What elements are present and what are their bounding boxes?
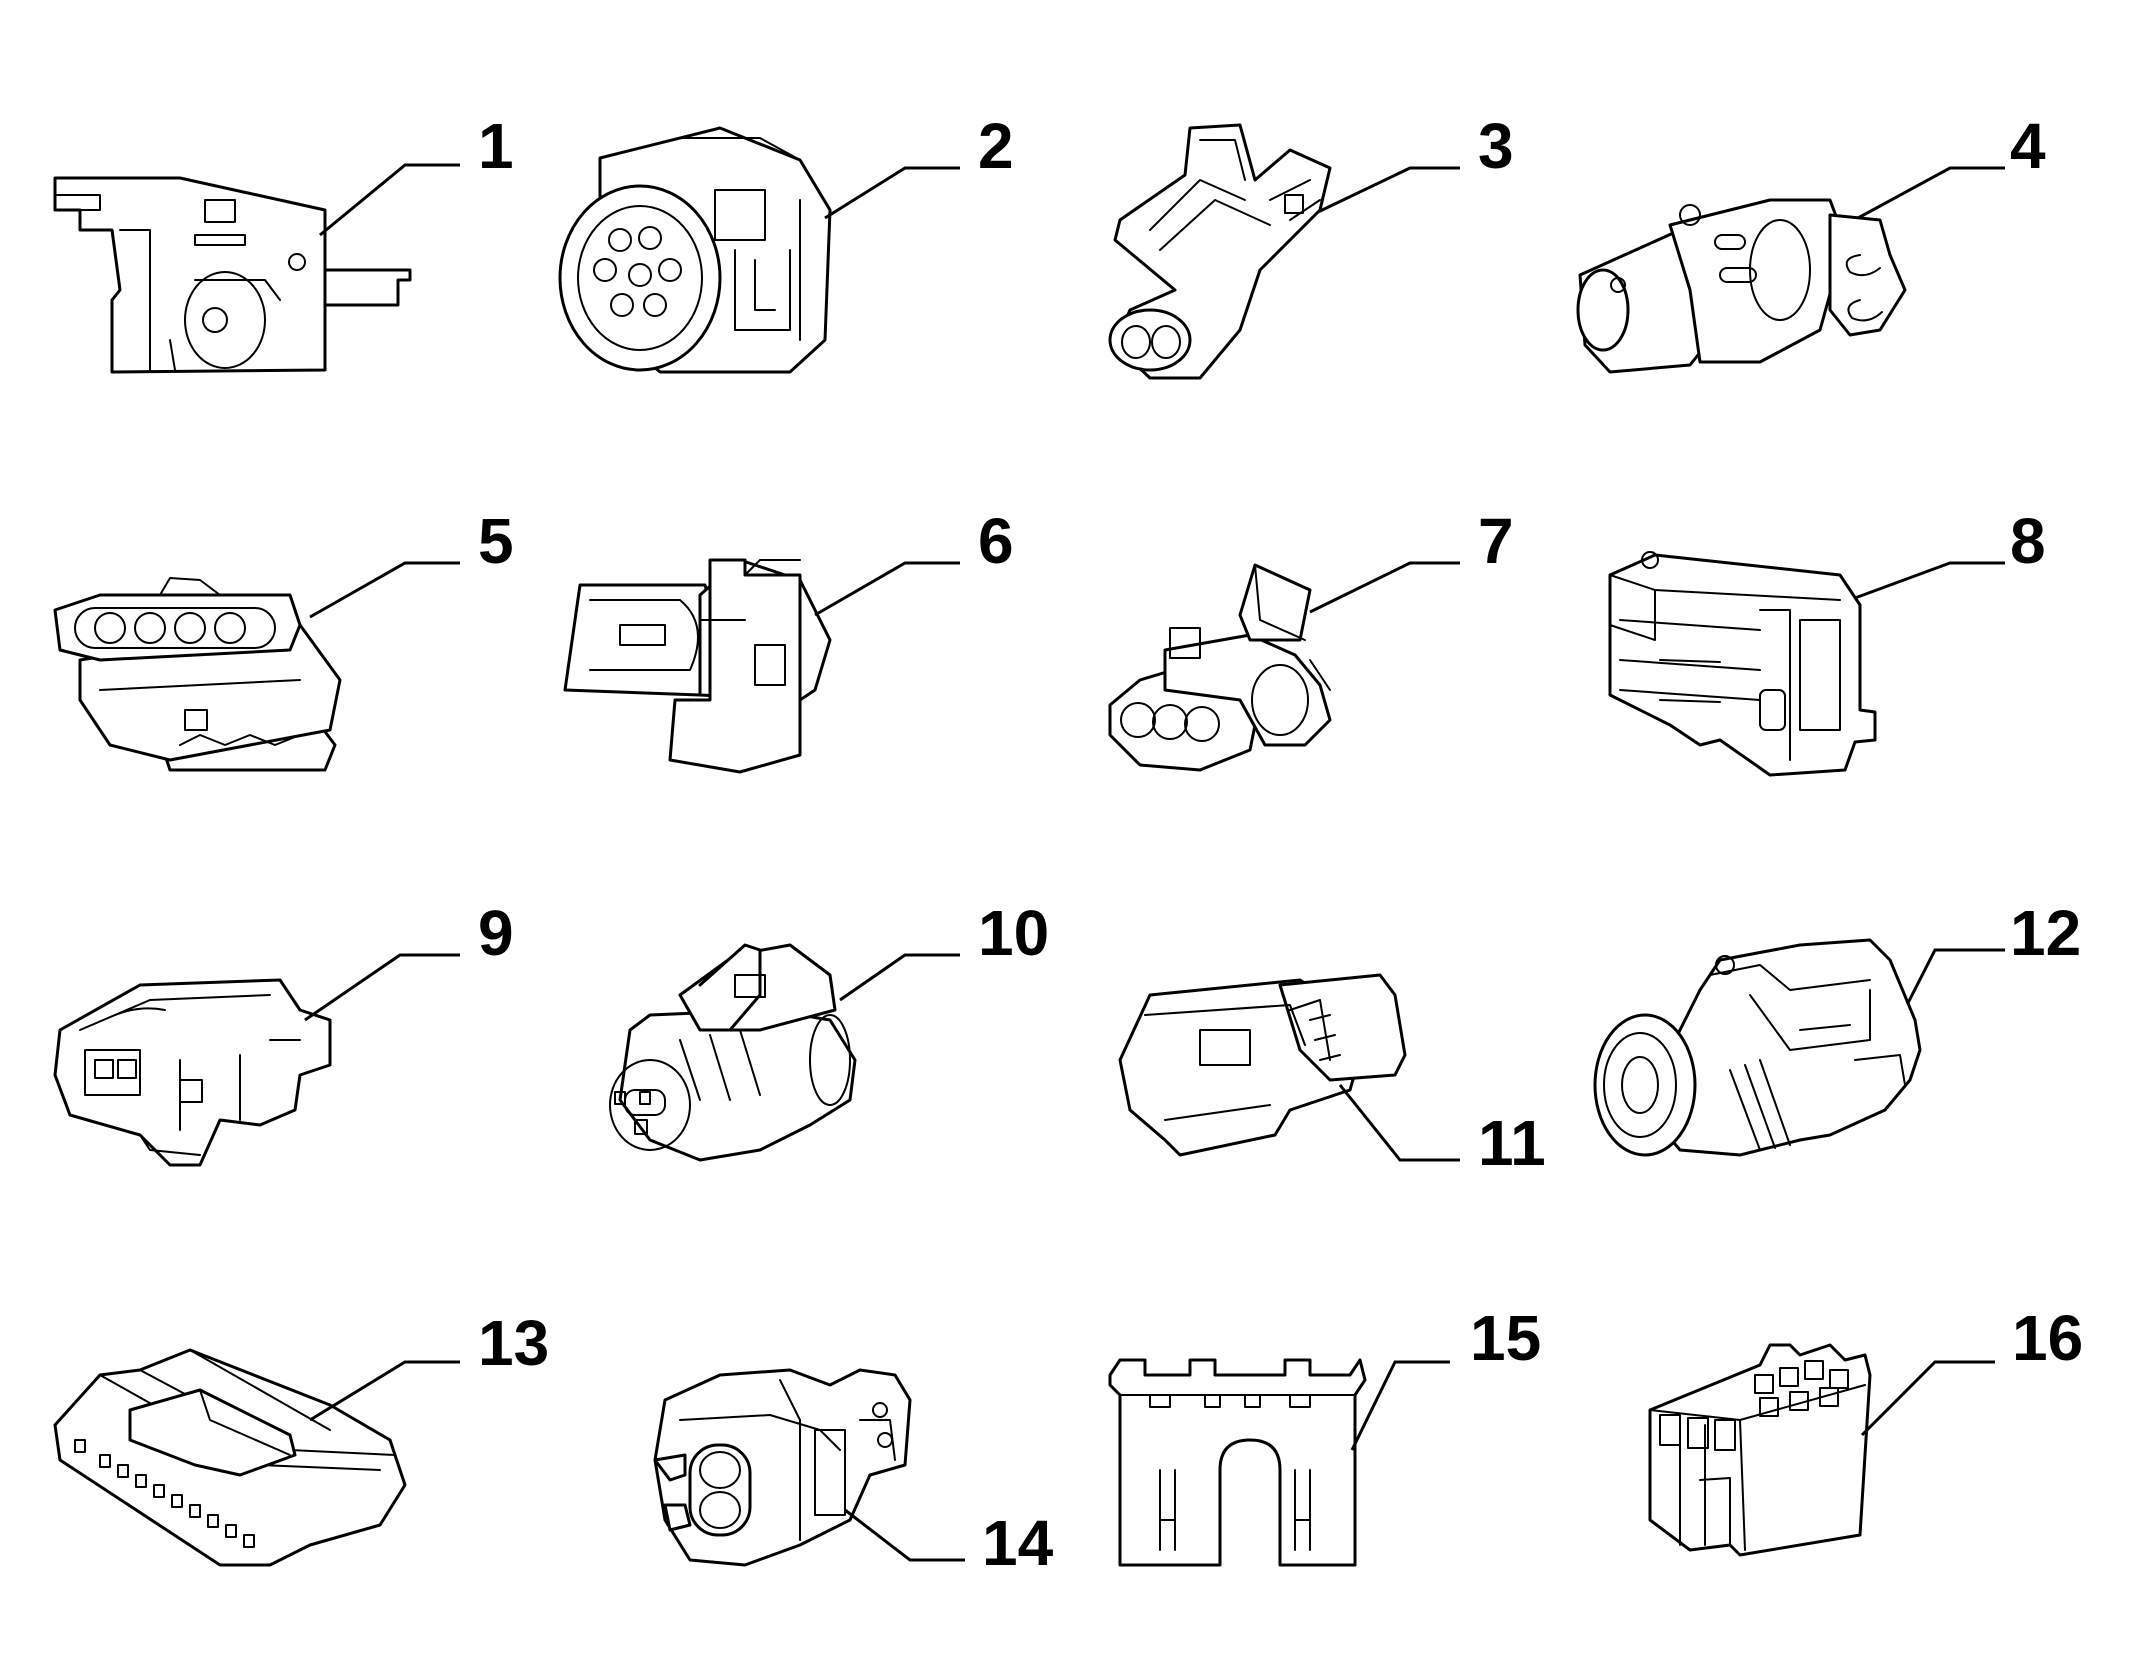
part-7-connector-icon — [1108, 563, 1332, 772]
part-9-connector-icon — [53, 978, 332, 1167]
callout-label-8: 8 — [2010, 505, 2046, 577]
callout-label-4: 4 — [2010, 110, 2046, 182]
part-14-connector-icon — [653, 1368, 912, 1567]
callout-label-11: 11 — [1478, 1107, 1546, 1179]
leader-line-11 — [1338, 1084, 1460, 1162]
part-11-connector-icon — [1118, 973, 1407, 1157]
part-5-connector-icon — [53, 577, 342, 772]
part-1-connector-icon — [53, 176, 412, 374]
leader-line-15 — [1350, 1360, 1450, 1451]
callout-label-3: 3 — [1478, 110, 1514, 182]
leader-line-1 — [319, 163, 460, 237]
callout-label-7: 7 — [1478, 505, 1514, 577]
callout-label-5: 5 — [478, 505, 514, 577]
leader-line-2 — [824, 166, 960, 220]
callout-label-2: 2 — [978, 110, 1014, 182]
part-3-connector-icon — [1108, 123, 1332, 380]
leader-line-9 — [304, 953, 460, 1022]
callout-label-10: 10 — [978, 897, 1049, 969]
leader-line-16 — [1860, 1360, 1995, 1437]
leader-line-8 — [1854, 561, 2005, 600]
leader-line-5 — [309, 561, 460, 619]
callout-label-12: 12 — [2010, 897, 2081, 969]
part-10-connector-icon — [609, 943, 857, 1162]
callout-label-6: 6 — [978, 505, 1014, 577]
part-13-connector-icon — [53, 1348, 407, 1567]
part-8-connector-icon — [1608, 551, 1877, 777]
callout-label-15: 15 — [1470, 1302, 1541, 1374]
part-6-connector-icon — [563, 558, 832, 774]
leader-line-3 — [1317, 166, 1460, 214]
callout-label-16: 16 — [2012, 1302, 2083, 1374]
part-15-connector-icon — [1108, 1358, 1367, 1567]
leader-line-6 — [814, 561, 960, 617]
callout-label-13: 13 — [478, 1307, 549, 1379]
callout-label-1: 1 — [478, 110, 514, 182]
leader-line-10 — [839, 953, 960, 1002]
leader-line-13 — [309, 1360, 460, 1422]
part-2-connector-icon — [558, 126, 832, 374]
leader-line-7 — [1309, 561, 1460, 614]
leader-line-4 — [1857, 166, 2005, 220]
part-12-connector-icon — [1593, 938, 1922, 1157]
part-16-connector-icon — [1648, 1343, 1872, 1557]
leader-line-12 — [1906, 948, 2005, 1004]
leader-line-14 — [844, 1508, 965, 1562]
part-4-connector-icon — [1576, 198, 1907, 374]
callout-label-9: 9 — [478, 897, 514, 969]
callout-label-14: 14 — [982, 1507, 1054, 1579]
